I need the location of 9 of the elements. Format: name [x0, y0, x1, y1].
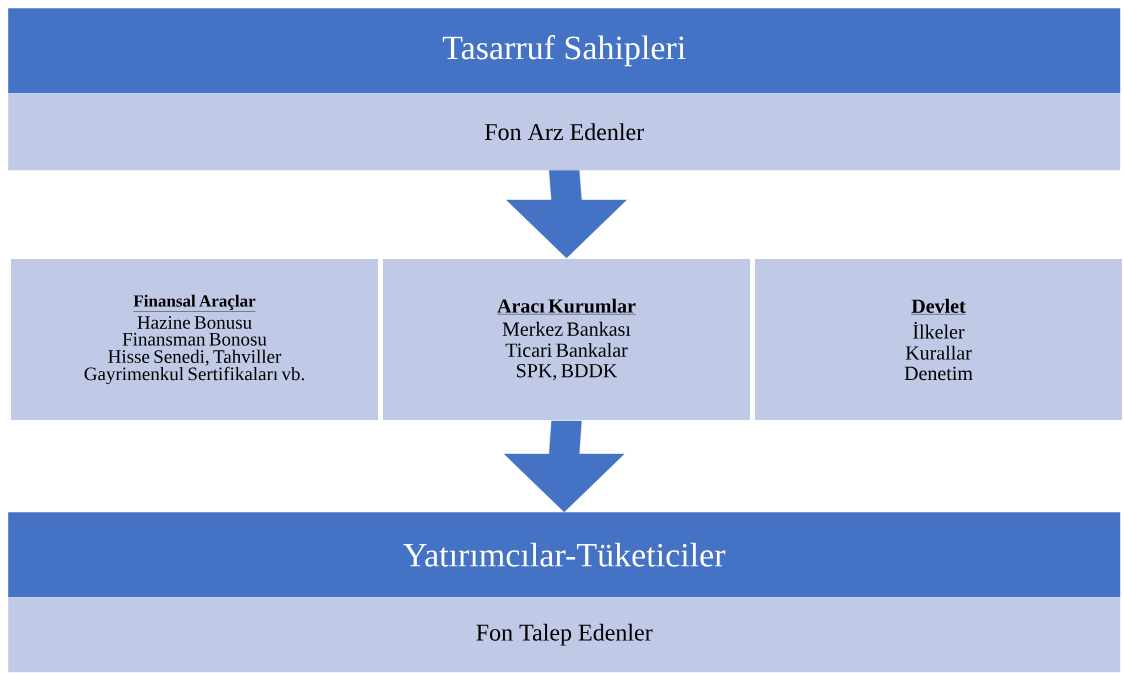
category-panel: Aracı Kurumlar Merkez Bankası Ticari Bankalar SPK, BDDK — [382, 258, 751, 421]
title-band: Tasarruf Sahipleri — [8, 8, 1121, 94]
block-arrow — [504, 420, 625, 513]
block-arrow — [506, 170, 627, 259]
category-panel: Finansal Araçlar Hazine Bonusu Finansman Bonosu Hisse Senedi, Tahviller Gayrimenkul Sertifikaları vb. — [10, 258, 379, 421]
category-panel: Devlet İlkeler Kurallar Denetim — [754, 258, 1123, 421]
subtitle-band: Fon Arz Edenler — [8, 93, 1121, 171]
subtitle-band: Fon Talep Edenler — [8, 597, 1121, 673]
title-band: Yatırımcılar-Tüketiciler — [8, 512, 1121, 598]
